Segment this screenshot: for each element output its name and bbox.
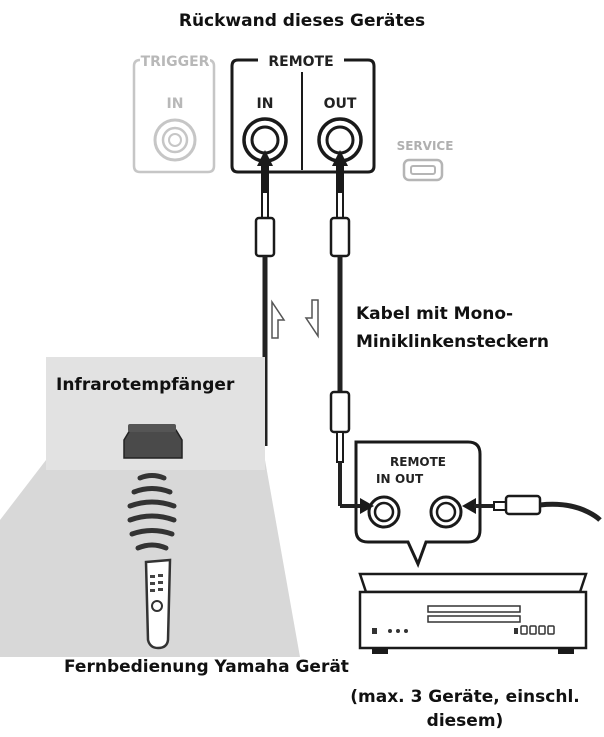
bottom-label: Fernbedienung Yamaha Gerät bbox=[64, 657, 349, 677]
device-in-label: IN bbox=[376, 472, 391, 486]
device-in-jack bbox=[367, 495, 401, 529]
trigger-in-label: IN bbox=[167, 96, 184, 112]
ir-receiver bbox=[123, 424, 183, 459]
note-line-2: diesem) bbox=[427, 711, 504, 731]
note-line-1: (max. 3 Geräte, einschl. bbox=[350, 687, 579, 707]
trigger-label: TRIGGER bbox=[141, 54, 210, 70]
trigger-jack bbox=[153, 118, 197, 162]
trigger-panel: TRIGGER IN bbox=[132, 52, 216, 174]
service-port: SERVICE bbox=[397, 139, 454, 182]
ir-waves-icon bbox=[127, 473, 177, 551]
arrow-up-icon bbox=[271, 299, 286, 339]
device-jack-panel: REMOTE IN OUT bbox=[354, 440, 482, 568]
device-out-jack bbox=[429, 495, 463, 529]
receiver-label: Infrarotempfänger bbox=[56, 375, 235, 395]
signal-arrows bbox=[271, 299, 319, 339]
remote-label: REMOTE bbox=[268, 54, 333, 70]
yamaha-device bbox=[358, 572, 588, 654]
remote-out-label: OUT bbox=[324, 96, 357, 112]
remote-panel: REMOTE IN OUT bbox=[230, 52, 376, 174]
cable-label-line-2: Miniklinkensteckern bbox=[356, 332, 549, 352]
plug-out-top bbox=[329, 216, 351, 258]
cable-out bbox=[329, 150, 351, 463]
arrow-down-icon bbox=[304, 299, 319, 339]
remote-in-label: IN bbox=[257, 96, 274, 112]
cable-device-out bbox=[462, 494, 602, 522]
cable-out-end bbox=[338, 462, 374, 514]
plug-out-bottom bbox=[329, 390, 351, 434]
device-out-label: OUT bbox=[395, 472, 424, 486]
plug-in bbox=[254, 216, 276, 258]
cable-label-line-1: Kabel mit Mono- bbox=[356, 304, 513, 324]
receiver-area bbox=[0, 357, 300, 657]
remote-control-icon bbox=[144, 558, 172, 650]
diagram-title: Rückwand dieses Gerätes bbox=[179, 11, 425, 31]
device-remote-label: REMOTE bbox=[390, 455, 446, 469]
service-label: SERVICE bbox=[397, 139, 454, 153]
